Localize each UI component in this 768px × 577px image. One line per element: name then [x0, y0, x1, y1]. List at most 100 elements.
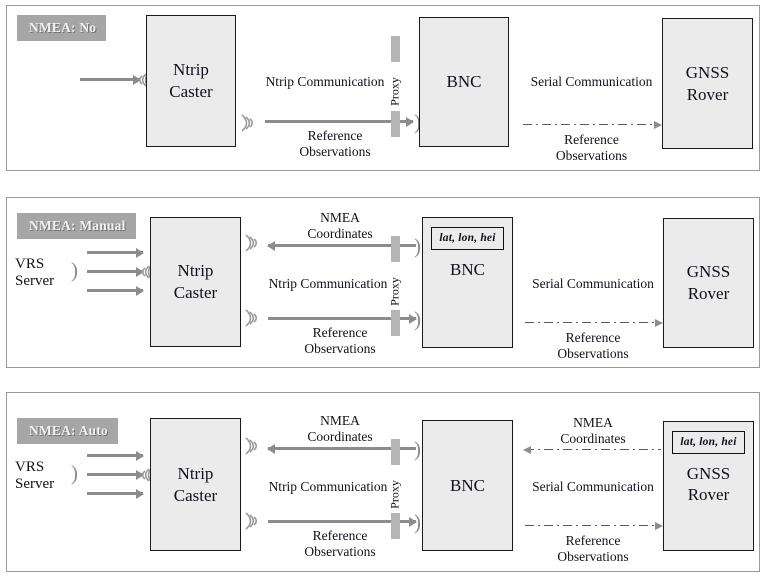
arrow-input-to-caster: [80, 78, 140, 81]
antenna-waves-icon: [241, 431, 263, 461]
node-label-line2: Rover: [687, 284, 730, 303]
node-label-stack: GNSS Rover: [687, 463, 730, 507]
arrow-vrs-stream-1: [87, 454, 143, 457]
arrow-nmea-coordinates-to-caster: [268, 244, 416, 247]
arrow-serial-reference-observations: [525, 322, 661, 323]
label-nmea-coordinates-line1: NMEA: [320, 413, 360, 428]
antenna-waves-icon: [241, 303, 263, 333]
receiver-bracket-icon: ): [414, 510, 421, 534]
node-label-line1: BNC: [446, 72, 482, 92]
label-nmea-coordinates-line1: NMEA: [320, 210, 360, 225]
arrow-vrs-stream-2: [87, 473, 143, 476]
node-label-line1: Ntrip: [177, 463, 214, 483]
node-label-line1: GNSS: [685, 62, 730, 82]
receiver-bracket-icon: ): [414, 234, 421, 258]
node-gnss-rover: GNSS Rover: [663, 218, 754, 348]
proxy-bar-top: [391, 236, 400, 262]
arrow-nmea-coordinates-to-caster: [268, 447, 416, 450]
label-ntrip-communication: Ntrip Communication: [265, 74, 385, 89]
antenna-waves-icon: [241, 506, 263, 536]
panel-nmea-manual: NMEA: Manual VRS Server ) Ntrip Caster: [6, 197, 760, 368]
label-serial-communication: Serial Communication: [530, 74, 653, 89]
node-ntrip-caster: Ntrip Caster: [150, 217, 241, 347]
label-reference-observations-line1: Reference: [307, 128, 363, 143]
node-label-line2: Caster: [173, 485, 218, 505]
proxy-bar-bottom: [391, 310, 400, 336]
proxy-bar-top: [391, 439, 400, 465]
label-serial-reference-line1: Reference: [565, 330, 621, 345]
receiver-bracket-icon: ): [414, 110, 421, 134]
proxy-gate-icon: Proxy: [382, 439, 408, 539]
node-gnss-rover: GNSS Rover: [662, 18, 753, 149]
receiver-bracket-icon: ): [71, 461, 78, 485]
node-bnc: lat, lon, hei BNC: [422, 217, 513, 348]
node-label-line1: GNSS: [686, 262, 731, 282]
node-label-line1: BNC: [450, 475, 485, 495]
label-serial-reference-line1: Reference: [565, 533, 621, 548]
antenna-waves-icon: [237, 108, 259, 138]
node-label-line2: Caster: [173, 283, 218, 302]
label-serial-reference-line2: Observations: [555, 148, 628, 163]
proxy-gate-icon: Proxy: [382, 236, 408, 336]
label-reference-observations-line2: Observations: [304, 341, 376, 356]
panel-nmea-auto: NMEA: Auto VRS Server ) Ntrip Caster: [6, 392, 760, 572]
label-vrs-server-line2: Server: [15, 273, 55, 289]
receiver-bracket-icon: ): [71, 258, 78, 282]
arrow-vrs-stream-3: [87, 289, 143, 292]
arrow-reference-observations: [268, 520, 416, 523]
node-label-line2: Rover: [687, 485, 730, 505]
label-vrs-server-line1: VRS: [15, 256, 45, 272]
label-serial-communication: Serial Communication: [532, 276, 654, 291]
proxy-bar-bottom: [391, 513, 400, 539]
label-ntrip-communication: Ntrip Communication: [268, 479, 388, 494]
proxy-bar-bottom: [391, 111, 400, 137]
receiver-bracket-icon: ): [414, 437, 421, 461]
label-serial-reference-line2: Observations: [557, 549, 629, 564]
status-badge-nmea-no: NMEA: No: [17, 15, 107, 41]
arrow-vrs-stream-1: [87, 251, 143, 254]
label-reference-observations-line1: Reference: [312, 325, 368, 340]
arrow-reference-observations: [268, 317, 416, 320]
node-label-line2: Caster: [169, 82, 213, 101]
node-label-line1: GNSS: [686, 463, 731, 483]
arrow-serial-nmea-coordinates: [525, 449, 661, 450]
arrow-reference-observations: [265, 120, 413, 123]
receiver-bracket-icon: ): [414, 307, 421, 331]
label-serial-communication: Serial Communication: [532, 479, 654, 494]
status-badge-nmea-manual: NMEA: Manual: [17, 213, 136, 239]
arrow-serial-reference-observations: [523, 124, 660, 125]
node-bnc: BNC: [419, 17, 509, 147]
node-label-line2: Rover: [686, 84, 729, 104]
label-vrs-server-line2: Server: [15, 476, 55, 492]
status-badge-nmea-auto: NMEA: Auto: [17, 418, 118, 444]
node-gnss-rover: lat, lon, hei GNSS Rover: [663, 421, 754, 551]
proxy-gate-icon: Proxy: [382, 28, 408, 137]
node-ntrip-caster: Ntrip Caster: [146, 15, 236, 147]
panel-nmea-no: NMEA: No Ntrip Caster Ntrip Communicatio…: [6, 5, 760, 171]
node-ntrip-caster: Ntrip Caster: [150, 418, 241, 551]
node-label-stack: BNC: [450, 259, 485, 281]
label-reference-observations-line2: Observations: [299, 144, 371, 159]
node-label-line1: Ntrip: [173, 60, 209, 80]
label-vrs-server-line1: VRS: [15, 459, 45, 475]
antenna-waves-icon: [241, 228, 263, 258]
label-nmea-coordinates-line2: Coordinates: [307, 429, 373, 444]
label-serial-nmea-line1: NMEA: [573, 415, 613, 430]
arrow-vrs-stream-2: [87, 270, 143, 273]
label-serial-reference-line1: Reference: [564, 132, 619, 147]
label-serial-reference-line2: Observations: [557, 346, 629, 361]
arrow-serial-reference-observations: [525, 525, 661, 526]
label-ntrip-communication: Ntrip Communication: [268, 276, 388, 291]
proxy-bar-top: [391, 36, 400, 62]
node-bnc: BNC: [422, 420, 513, 551]
label-nmea-coordinates-line2: Coordinates: [307, 226, 373, 241]
node-label-line1: Ntrip: [177, 261, 214, 281]
label-proxy: Proxy: [387, 77, 402, 106]
label-reference-observations-line1: Reference: [312, 528, 368, 543]
label-proxy: Proxy: [387, 480, 402, 509]
arrow-vrs-stream-3: [87, 492, 143, 495]
node-label-line1: BNC: [450, 259, 485, 279]
label-proxy: Proxy: [387, 277, 402, 306]
coordinates-box: lat, lon, hei: [431, 227, 504, 250]
